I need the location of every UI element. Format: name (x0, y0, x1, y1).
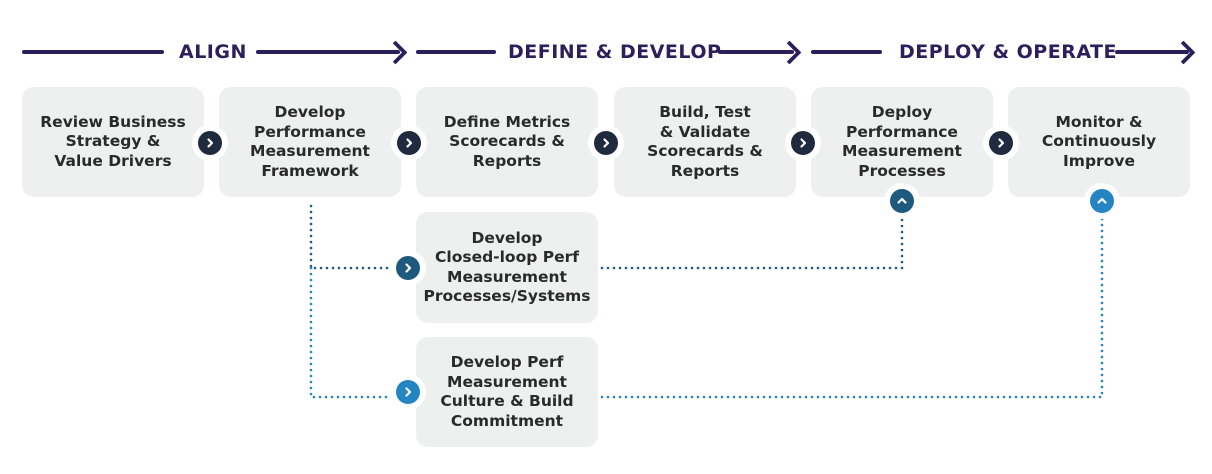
branch-closed-loop-processes: Develop Closed-loop Perf Measurement Pro… (416, 212, 598, 323)
connector-step-2-3 (397, 131, 421, 155)
phase-label: DEPLOY & OPERATE (899, 41, 1117, 63)
connector-branch-culture-out (1090, 189, 1114, 213)
chevron-up-icon (897, 197, 907, 204)
connector-branch-closed-loop-out (890, 189, 914, 213)
step-label: Deploy Performance Measurement Processes (842, 103, 962, 180)
connector-step-1-2 (198, 131, 222, 155)
phase-label: ALIGN (179, 41, 247, 63)
step-monitor-improve: Monitor & Continuously Improve (1008, 87, 1190, 197)
step-label: Develop Performance Measurement Framewor… (250, 103, 370, 180)
step-label: Monitor & Continuously Improve (1041, 112, 1157, 170)
chevron-up-icon (1097, 197, 1107, 204)
branch-label: Develop Perf Measurement Culture & Build… (440, 353, 574, 430)
branch-line-closed-loop (309, 204, 904, 270)
step-define-metrics: Define Metrics Scorecards & Reports (416, 87, 598, 197)
phase-line (718, 50, 794, 54)
connector-step-5-6 (989, 131, 1013, 155)
phase-line (416, 50, 496, 54)
branch-line-culture (309, 212, 1104, 399)
chevron-right-icon (998, 138, 1005, 148)
phase-label: DEFINE & DEVELOP (508, 41, 722, 63)
step-deploy-processes: Deploy Performance Measurement Processes (811, 87, 993, 197)
phase-line (22, 50, 164, 54)
branch-label: Develop Closed-loop Perf Measurement Pro… (423, 228, 591, 306)
step-label: Define Metrics Scorecards & Reports (443, 112, 571, 170)
connector-branch-culture-in (396, 380, 420, 404)
step-review-business-strategy: Review Business Strategy & Value Drivers (22, 87, 204, 197)
branch-culture-commitment: Develop Perf Measurement Culture & Build… (416, 337, 598, 447)
connector-step-4-5 (791, 131, 815, 155)
step-label: Build, Test & Validate Scorecards & Repo… (647, 103, 763, 180)
phase-line (811, 50, 882, 54)
chevron-right-icon (800, 138, 807, 148)
step-label: Review Business Strategy & Value Drivers (40, 112, 186, 170)
chevron-right-icon (406, 138, 413, 148)
chevron-right-icon (207, 138, 214, 148)
step-build-test-validate: Build, Test & Validate Scorecards & Repo… (614, 87, 796, 197)
chevron-right-icon (603, 138, 610, 148)
connector-step-3-4 (594, 131, 618, 155)
chevron-right-icon (405, 263, 412, 273)
chevron-right-icon (405, 387, 412, 397)
step-develop-framework: Develop Performance Measurement Framewor… (219, 87, 401, 197)
phase-line (1115, 50, 1189, 54)
connector-branch-closed-loop-in (396, 256, 420, 280)
phase-line (256, 50, 400, 54)
